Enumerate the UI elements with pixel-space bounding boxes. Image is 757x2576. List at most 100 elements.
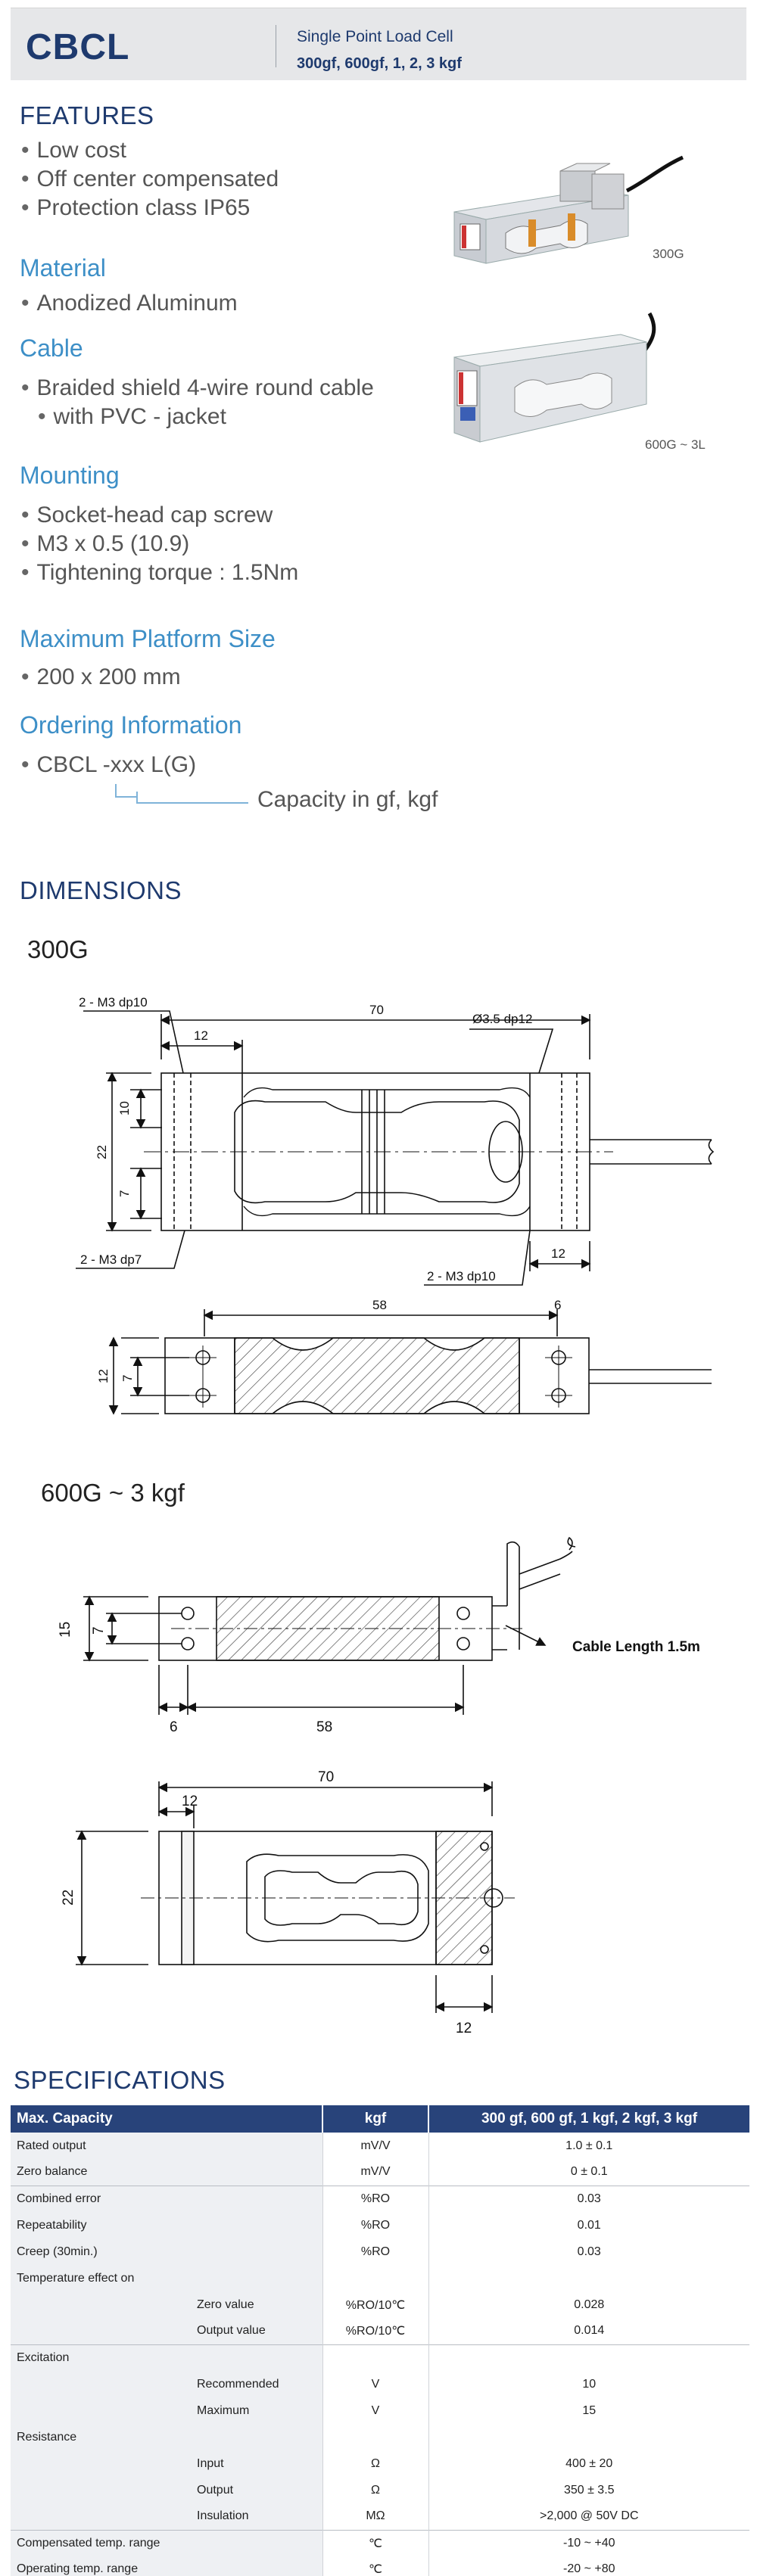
dimensions-heading: DIMENSIONS xyxy=(20,876,182,904)
ordering-leader-long xyxy=(136,792,248,804)
ordering-caption: Capacity in gf, kgf xyxy=(257,787,438,812)
spec-value xyxy=(428,2424,749,2450)
cable-list: Braided shield 4-wire round cable with P… xyxy=(21,374,374,431)
spec-header-row: Max. Capacity kgf 300 gf, 600 gf, 1 kgf,… xyxy=(11,2105,749,2133)
spec-unit: ℃ xyxy=(322,2556,428,2576)
spec-unit: Ω xyxy=(322,2450,428,2477)
dim600-label-22: 22 xyxy=(61,1890,76,1906)
model-name: CBCL xyxy=(26,27,130,67)
spec-label xyxy=(11,2503,191,2530)
spec-label: Operating temp. range xyxy=(11,2556,322,2576)
spec-unit: %RO xyxy=(322,2238,428,2265)
ordering-code: CBCL -xxx L(G) xyxy=(21,751,197,779)
spec-row-operating-temp: Operating temp. range℃-20 ~ +80 xyxy=(11,2556,749,2576)
spec-value: 0.03 xyxy=(428,2238,749,2265)
spec-value: -10 ~ +40 xyxy=(428,2529,749,2556)
spec-value: 15 xyxy=(428,2397,749,2424)
dim-label-10: 10 xyxy=(117,1101,132,1115)
spec-label: Zero balance xyxy=(11,2159,322,2186)
spec-label xyxy=(11,2291,191,2318)
feature-item: Off center compensated xyxy=(21,165,279,194)
spec-label: Rated output xyxy=(11,2133,322,2159)
spec-row-temp-effect: Temperature effect on xyxy=(11,2265,749,2291)
spec-label xyxy=(11,2477,191,2503)
spec-value xyxy=(428,2265,749,2291)
spec-value: -20 ~ +80 xyxy=(428,2556,749,2576)
spec-label: Compensated temp. range xyxy=(11,2529,322,2556)
dim600-label-7: 7 xyxy=(91,1626,107,1635)
mounting-list: Socket-head cap screw M3 x 0.5 (10.9) Ti… xyxy=(21,501,299,587)
cable-item-line2: with PVC - jacket xyxy=(53,404,226,429)
spec-row-compensated-temp: Compensated temp. range℃-10 ~ +40 xyxy=(11,2529,749,2556)
spec-unit: mV/V xyxy=(322,2159,428,2186)
spec-label: Repeatability xyxy=(11,2212,191,2238)
dim-label-m3dp7: 2 - M3 dp7 xyxy=(80,1252,142,1267)
dim-sub-600g: 600G ~ 3 kgf xyxy=(41,1479,185,1507)
spec-sublabel: Insulation xyxy=(191,2503,322,2530)
dim600-label-cable: Cable Length 1.5m xyxy=(572,1639,700,1655)
spec-unit: %RO xyxy=(322,2185,428,2212)
spec-sublabel xyxy=(191,2185,322,2212)
dim-label-70: 70 xyxy=(369,1003,384,1017)
spec-value: 0.01 xyxy=(428,2212,749,2238)
dim-label-22: 22 xyxy=(95,1145,109,1159)
material-heading: Material xyxy=(20,254,106,282)
spec-sublabel xyxy=(191,2212,322,2238)
specifications-table: Max. Capacity kgf 300 gf, 600 gf, 1 kgf,… xyxy=(11,2105,749,2576)
spec-label xyxy=(11,2318,191,2344)
platform-item: 200 x 200 mm xyxy=(21,663,181,692)
spec-unit: MΩ xyxy=(322,2503,428,2530)
cable-item: Braided shield 4-wire round cable xyxy=(21,374,374,403)
specifications-heading: SPECIFICATIONS xyxy=(14,2066,226,2094)
dim-label-58: 58 xyxy=(372,1298,387,1312)
spec-row-resistance: Resistance xyxy=(11,2424,749,2450)
spec-unit: V xyxy=(322,2397,428,2424)
spec-value: 0.03 xyxy=(428,2185,749,2212)
spec-unit: V xyxy=(322,2371,428,2397)
dim-sub-300g: 300G xyxy=(27,935,89,963)
ordering-list: CBCL -xxx L(G) xyxy=(21,751,197,779)
drawing-600g: 15 7 6 58 Cable Length 1.5m 70 12 22 12 xyxy=(58,1536,700,2036)
dim600-label-12b: 12 xyxy=(456,2021,472,2036)
dim600-label-15: 15 xyxy=(58,1622,73,1638)
spec-header-values: 300 gf, 600 gf, 1 kgf, 2 kgf, 3 kgf xyxy=(428,2105,749,2133)
spec-value: 0.014 xyxy=(428,2318,749,2344)
platform-list: 200 x 200 mm xyxy=(21,663,181,692)
spec-unit: mV/V xyxy=(322,2133,428,2159)
dim-label-12a: 12 xyxy=(194,1028,208,1043)
spec-row-excitation: Excitation xyxy=(11,2344,749,2371)
spec-value: 400 ± 20 xyxy=(428,2450,749,2477)
spec-label: Excitation xyxy=(11,2344,191,2371)
photo-caption-600g: 600G ~ 3L xyxy=(645,437,706,452)
spec-value xyxy=(428,2344,749,2371)
mounting-item: M3 x 0.5 (10.9) xyxy=(21,530,298,558)
features-list: Low cost Off center compensated Protecti… xyxy=(21,136,279,222)
material-list: Anodized Aluminum xyxy=(21,289,238,318)
dim-label-m3dp10-top: 2 - M3 dp10 xyxy=(79,995,148,1010)
spec-label: Temperature effect on xyxy=(11,2265,191,2291)
dim-label-7b: 7 xyxy=(120,1375,135,1382)
spec-label xyxy=(11,2450,191,2477)
mounting-item: Tightening torque : 1.5Nm xyxy=(21,558,299,587)
spec-label xyxy=(11,2397,191,2424)
capacity-summary: 300gf, 600gf, 1, 2, 3 kgf xyxy=(297,55,462,72)
spec-sublabel xyxy=(191,2265,322,2291)
spec-value: 0.028 xyxy=(428,2291,749,2318)
mounting-item: Socket-head cap screw xyxy=(21,501,298,530)
mounting-heading: Mounting xyxy=(20,462,120,489)
features-heading: FEATURES xyxy=(20,101,154,129)
dim-label-hole: Ø3.5 dp12 xyxy=(472,1012,532,1026)
spec-sublabel: Maximum xyxy=(191,2397,322,2424)
dim-label-m3dp10-bottom: 2 - M3 dp10 xyxy=(427,1269,496,1283)
dim-label-12b: 12 xyxy=(551,1246,565,1261)
dim-label-7: 7 xyxy=(117,1190,132,1197)
